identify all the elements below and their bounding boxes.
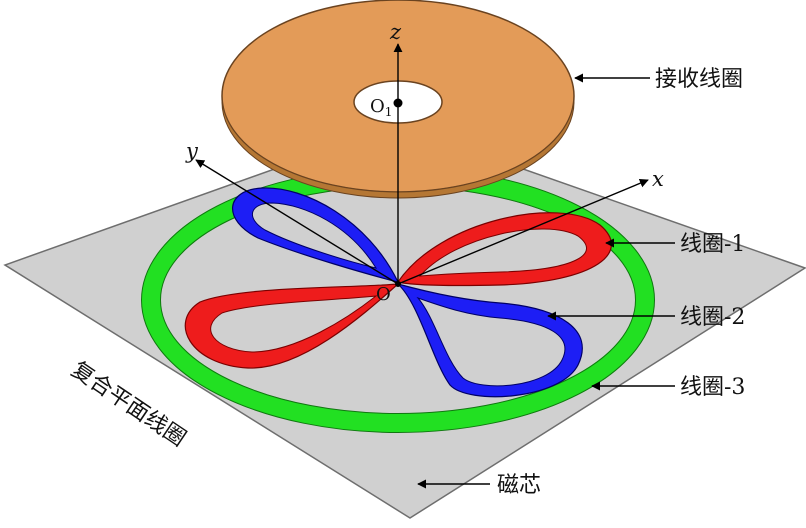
y-axis — [195, 159, 399, 285]
coil-2-label: 线圈-2 — [680, 305, 745, 330]
x-axis — [397, 178, 649, 285]
magnetic-core-label: 磁芯 — [497, 473, 541, 498]
coil-1-petal-lower-left — [184, 283, 400, 369]
x-axis-label: x — [652, 167, 664, 191]
coil-2-petal-lower-right — [397, 283, 583, 398]
receive-coil-label: 接收线圈 — [655, 67, 743, 92]
origin-o1-label: O1 — [370, 96, 392, 119]
z-axis-label: z — [389, 20, 402, 44]
origin-o-label: O — [376, 284, 391, 305]
y-axis-label: y — [185, 139, 199, 163]
composite-planar-coil-label: 复合平面线圈 — [67, 357, 190, 452]
coil-1-petal-upper-right — [397, 212, 612, 287]
coil-1-label: 线圈-1 — [680, 232, 745, 257]
origin-o1-point — [393, 98, 403, 108]
coil-3-label: 线圈-3 — [680, 375, 745, 400]
receive-coil-rim — [221, 95, 575, 199]
